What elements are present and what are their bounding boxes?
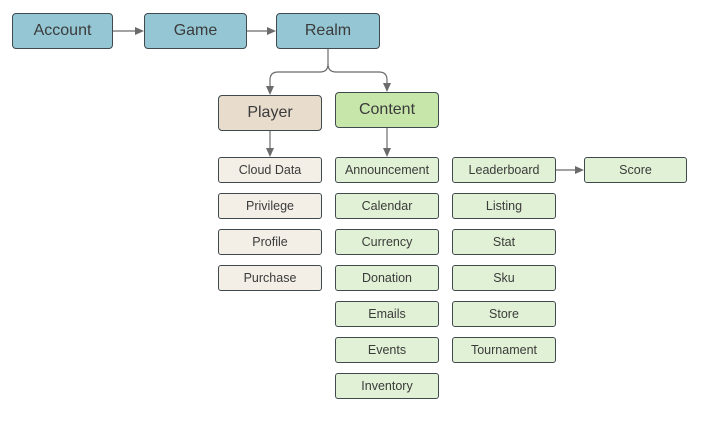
arrowhead-player-list xyxy=(266,148,274,157)
content-item-listing: Listing xyxy=(452,193,556,219)
score-node: Score xyxy=(584,157,687,183)
player-item-cloud-data: Cloud Data xyxy=(218,157,322,183)
player-item-purchase: Purchase xyxy=(218,265,322,291)
content-item-currency: Currency xyxy=(335,229,439,255)
game-node: Game xyxy=(144,13,247,49)
content-item-events: Events xyxy=(335,337,439,363)
player-item-profile: Profile xyxy=(218,229,322,255)
arrowhead-account-game xyxy=(135,27,144,35)
content-item-donation: Donation xyxy=(335,265,439,291)
content-item-sku: Sku xyxy=(452,265,556,291)
connector-realm-down xyxy=(269,49,329,87)
content-item-announcement: Announcement xyxy=(335,157,439,183)
content-item-emails: Emails xyxy=(335,301,439,327)
content-item-stat: Stat xyxy=(452,229,556,255)
account-node: Account xyxy=(12,13,113,49)
content-item-store: Store xyxy=(452,301,556,327)
content-item-calendar: Calendar xyxy=(335,193,439,219)
content-item-tournament: Tournament xyxy=(452,337,556,363)
connector-realm-content xyxy=(327,63,388,84)
arrowhead-realm-player xyxy=(266,86,274,95)
content-item-leaderboard: Leaderboard xyxy=(452,157,556,183)
content-item-inventory: Inventory xyxy=(335,373,439,399)
arrowhead-game-realm xyxy=(267,27,276,35)
player-node: Player xyxy=(218,95,322,131)
arrowhead-leaderboard-score xyxy=(575,166,584,174)
arrowhead-content-list xyxy=(383,148,391,157)
realm-node: Realm xyxy=(276,13,380,49)
content-node: Content xyxy=(335,92,439,128)
player-item-privilege: Privilege xyxy=(218,193,322,219)
arrowhead-realm-content xyxy=(383,83,391,92)
